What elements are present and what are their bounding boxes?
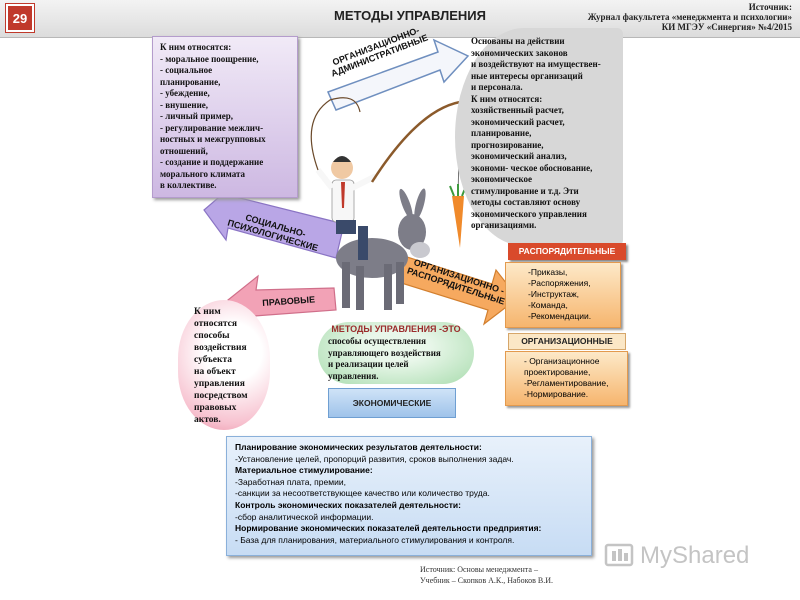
legal-methods-box: К ним относятся способы воздействия субъ… <box>178 300 270 430</box>
source-line: Учебник – Скопков А.К., Набоков В.И. <box>420 576 553 585</box>
footer-source: Источник: Основы менеджмента – Учебник –… <box>420 564 590 586</box>
text-line: Планирование экономических результатов д… <box>235 442 482 452</box>
text-line: К ним относятся: <box>471 93 543 104</box>
text-line: - социальное <box>160 65 213 75</box>
source-line: Журнал факультета «менеджмента и психоло… <box>587 12 792 22</box>
text-line: ностных и межгрупповых <box>160 134 266 144</box>
text-line: воздействия <box>194 343 247 353</box>
text-line: субъекта <box>194 355 232 365</box>
text-line: -Заработная плата, премии, <box>235 476 346 487</box>
text-line: отношений, <box>160 145 208 156</box>
text-line: планирование, <box>160 76 221 87</box>
text-line: способы <box>194 331 230 341</box>
list-item: проектирование, <box>524 367 591 377</box>
text-line: экономический анализ, <box>471 151 567 161</box>
text-line: - внушение, <box>160 99 209 110</box>
list-item: -Приказы, <box>528 267 568 277</box>
source-line: КИ МГЭУ «Синергия» №4/2015 <box>661 22 792 32</box>
organizational-heading: ОРГАНИЗАЦИОННЫЕ <box>508 333 626 350</box>
donkey-illustration <box>336 188 430 310</box>
socio-psych-methods-box: К ним относятся: - моральное поощрение, … <box>152 36 298 198</box>
text-line: методы составляют основу <box>471 197 581 207</box>
text-line: морального климата <box>160 168 245 179</box>
economic-heading: ЭКОНОМИЧЕСКИЕ <box>328 388 456 418</box>
source-top: Источник: Журнал факультета «менеджмента… <box>588 2 792 32</box>
text-line: - убеждение, <box>160 88 210 98</box>
text-line: управления <box>194 379 245 389</box>
text-line: управляющего воздействия <box>328 347 441 358</box>
page-number-badge: 29 <box>6 4 34 32</box>
text-line: актов. <box>194 415 221 425</box>
text-line: посредством <box>194 391 248 401</box>
text-line: -Установление целей, пропорций развития,… <box>235 453 514 464</box>
dispositive-heading: РАСПОРЯДИТЕЛЬНЫЕ <box>508 243 626 260</box>
text-line: экономи- ческое обоснование, <box>471 162 593 173</box>
text-line: относятся <box>194 319 238 329</box>
source-line: Источник: <box>748 2 792 12</box>
text-line: экономическое <box>471 174 533 184</box>
arrow-org-admin <box>326 38 470 111</box>
text-line: планирование, <box>471 128 532 138</box>
list-item: -Нормирование. <box>524 389 589 399</box>
text-line: Нормирование экономических показателей д… <box>235 523 542 534</box>
text-line: стимулирование и т.д. Эти <box>471 185 579 196</box>
text-line: и персонала. <box>471 82 523 92</box>
definition-title: МЕТОДЫ УПРАВЛЕНИЯ -ЭТО <box>331 324 461 334</box>
text-line: в коллективе. <box>160 180 217 190</box>
slides-logo-icon <box>604 543 634 567</box>
dispositive-list: -Приказы, -Распоряжения, -Инструктаж, -К… <box>505 262 621 328</box>
arrow-org-disp <box>397 255 519 326</box>
list-item: -Команда, <box>528 300 568 310</box>
text-line: способы осуществления <box>328 336 426 346</box>
list-item: - Организационное <box>524 356 600 366</box>
text-line: экономических законов <box>471 47 568 58</box>
page-title: МЕТОДЫ УПРАВЛЕНИЯ <box>334 8 486 23</box>
text-line: К ним <box>194 307 221 317</box>
definition-box: МЕТОДЫ УПРАВЛЕНИЯ -ЭТО способы осуществл… <box>318 322 474 384</box>
list-item: -Рекомендации. <box>528 311 592 321</box>
list-item: -Регламентирование, <box>524 378 609 388</box>
economic-methods-box: Планирование экономических результатов д… <box>226 436 592 556</box>
text-line: Материальное стимулирование: <box>235 465 373 476</box>
list-item: -Инструктаж, <box>528 289 580 299</box>
text-line: Основаны на действии <box>471 36 565 46</box>
text-line: - создание и поддержание <box>160 157 264 167</box>
text-line: прогнозирование, <box>471 139 544 150</box>
text-line: хозяйственный расчет, <box>471 105 564 115</box>
text-line: экономического управления <box>471 208 587 219</box>
text-line: и реализации целей <box>328 359 409 369</box>
text-line: -санкции за несоответствующее качество и… <box>235 488 490 499</box>
header-bar <box>0 0 800 38</box>
text-line: Контроль экономических показателей деяте… <box>235 499 461 510</box>
text-line: на объект <box>194 367 236 377</box>
text-line: правовых <box>194 403 237 413</box>
text-line: - моральное поощрение, <box>160 53 259 64</box>
text-line: организациями. <box>471 220 537 230</box>
text-line: - регулирование межлич- <box>160 122 264 133</box>
watermark-text: MyShared <box>640 542 750 569</box>
organizational-list: - Организационное проектирование, -Регла… <box>505 351 628 406</box>
org-admin-methods-box: Основаны на действии экономических закон… <box>455 28 623 246</box>
text-line: и воздействуют на имуществен- <box>471 59 601 69</box>
text-line: ные интересы организаций <box>471 70 583 81</box>
text-line: - База для планирования, материального с… <box>235 534 515 545</box>
rider-illustration <box>315 156 378 260</box>
list-item: -Распоряжения, <box>528 278 591 288</box>
watermark: MyShared <box>604 538 774 574</box>
text-line: -сбор аналитической информации. <box>235 511 374 522</box>
text-line: управления. <box>328 370 379 381</box>
text-line: К ним относятся: <box>160 42 232 52</box>
text-line: экономический расчет, <box>471 116 565 127</box>
source-line: Источник: Основы менеджмента – <box>420 565 538 574</box>
carrot-illustration <box>449 184 467 248</box>
text-line: - личный пример, <box>160 111 233 121</box>
